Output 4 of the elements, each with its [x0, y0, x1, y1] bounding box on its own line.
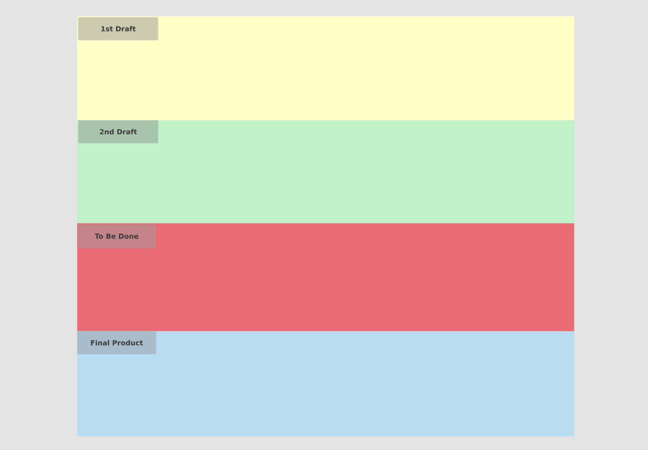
swimlane — [77, 223, 574, 332]
swimlane — [77, 16, 574, 120]
swimlane — [77, 120, 574, 224]
swimlane — [77, 331, 574, 436]
